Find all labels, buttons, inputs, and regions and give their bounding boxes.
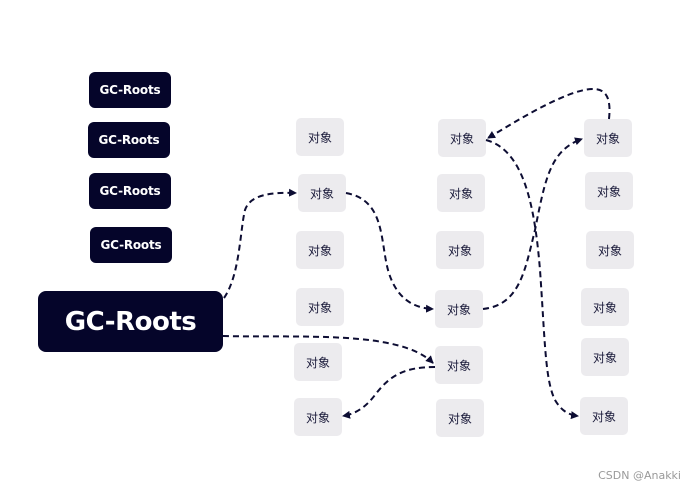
object-node-c3-3: 对象 xyxy=(586,231,634,269)
object-node-c2-6: 对象 xyxy=(436,399,484,437)
gc-root-node-1: GC-Roots xyxy=(89,72,171,108)
watermark: CSDN @Anakki xyxy=(598,469,681,482)
object-node-c2-3: 对象 xyxy=(436,231,484,269)
object-node-c2-2: 对象 xyxy=(437,174,485,212)
object-node-c1-6: 对象 xyxy=(294,398,342,436)
edge-c2-5-to-c1-6 xyxy=(342,366,436,419)
object-node-c2-4: 对象 xyxy=(435,290,483,328)
object-node-c2-5: 对象 xyxy=(435,346,483,384)
edge-root-to-c2-5 xyxy=(222,335,434,364)
object-node-c1-2: 对象 xyxy=(298,174,346,212)
edge-root-to-c1-2 xyxy=(223,188,297,299)
object-node-c2-1: 对象 xyxy=(438,119,486,157)
edge-c2-4-to-c3-1 xyxy=(482,137,583,310)
gc-root-node-3: GC-Roots xyxy=(89,173,171,209)
object-node-c3-1: 对象 xyxy=(584,119,632,157)
object-node-c3-5: 对象 xyxy=(581,338,629,376)
object-node-c3-6: 对象 xyxy=(580,397,628,435)
object-node-c3-2: 对象 xyxy=(585,172,633,210)
object-node-c1-1: 对象 xyxy=(296,118,344,156)
object-node-c3-4: 对象 xyxy=(581,288,629,326)
gc-root-main-node: GC-Roots xyxy=(38,291,223,352)
object-node-c1-3: 对象 xyxy=(296,231,344,269)
gc-root-node-4: GC-Roots xyxy=(90,227,172,263)
edge-c1-2-to-c2-4 xyxy=(345,192,434,313)
object-node-c1-5: 对象 xyxy=(294,343,342,381)
edge-c2-1-to-c3-6 xyxy=(485,139,579,420)
gc-root-node-2: GC-Roots xyxy=(88,122,170,158)
edge-c3-1-to-c2-1 xyxy=(487,88,611,139)
object-node-c1-4: 对象 xyxy=(296,288,344,326)
